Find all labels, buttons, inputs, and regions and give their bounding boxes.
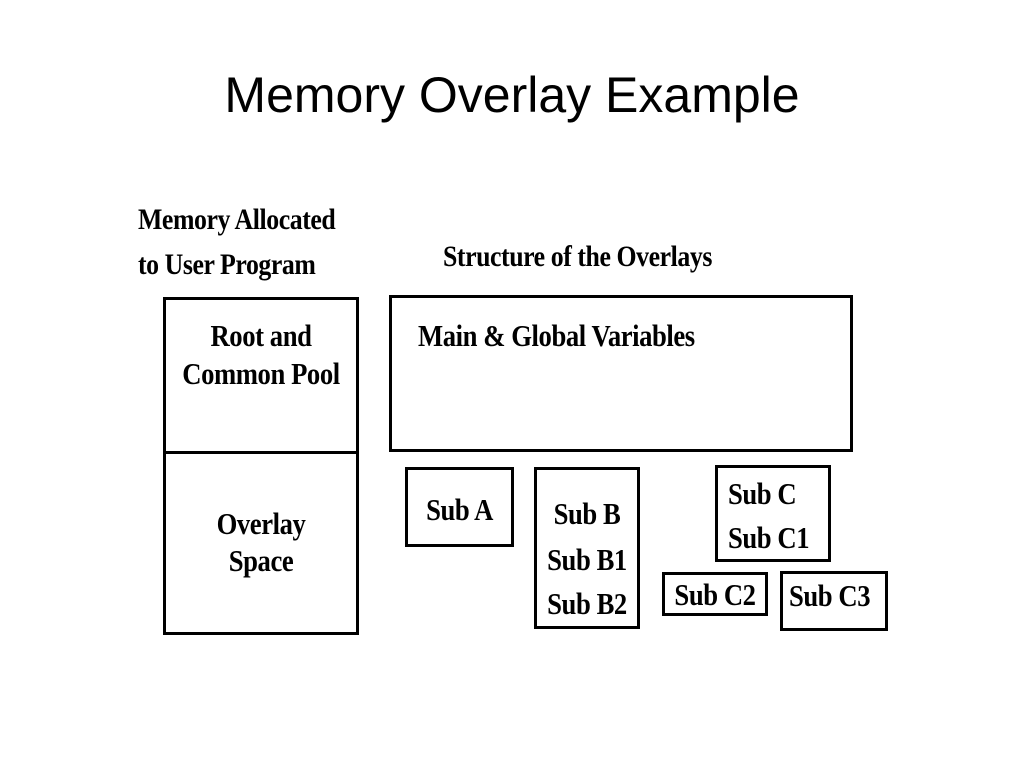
root-common-pool-block: Root and Common Pool [163, 297, 359, 454]
sub-c3-label: Sub C3 [789, 578, 871, 613]
memory-heading-line2: to User Program [138, 248, 316, 281]
memory-heading-line1: Memory Allocated [138, 203, 336, 236]
main-globals-label: Main & Global Variables [418, 318, 695, 353]
root-block-line2: Common Pool [182, 356, 340, 391]
sub-c3-block: Sub C3 [780, 571, 888, 631]
sub-b1-label: Sub B1 [547, 542, 627, 577]
sub-b-block: Sub B Sub B1 Sub B2 [534, 467, 640, 629]
sub-c-label: Sub C [728, 476, 797, 511]
sub-c1-label: Sub C1 [728, 520, 810, 555]
sub-b-label: Sub B [553, 496, 621, 531]
sub-a-label: Sub A [426, 492, 493, 527]
overlay-block-line2: Space [228, 543, 294, 578]
overlay-space-block: Overlay Space [163, 451, 359, 635]
structure-heading: Structure of the Overlays [443, 240, 712, 273]
overlay-block-line1: Overlay [216, 506, 306, 541]
sub-c-block: Sub C Sub C1 [715, 465, 831, 562]
slide-title: Memory Overlay Example [224, 67, 800, 123]
sub-c2-label: Sub C2 [674, 577, 756, 612]
main-globals-block: Main & Global Variables [389, 295, 853, 452]
sub-c2-block: Sub C2 [662, 572, 768, 616]
sub-a-block: Sub A [405, 467, 514, 547]
root-block-line1: Root and [210, 318, 312, 353]
sub-b2-label: Sub B2 [547, 586, 627, 621]
